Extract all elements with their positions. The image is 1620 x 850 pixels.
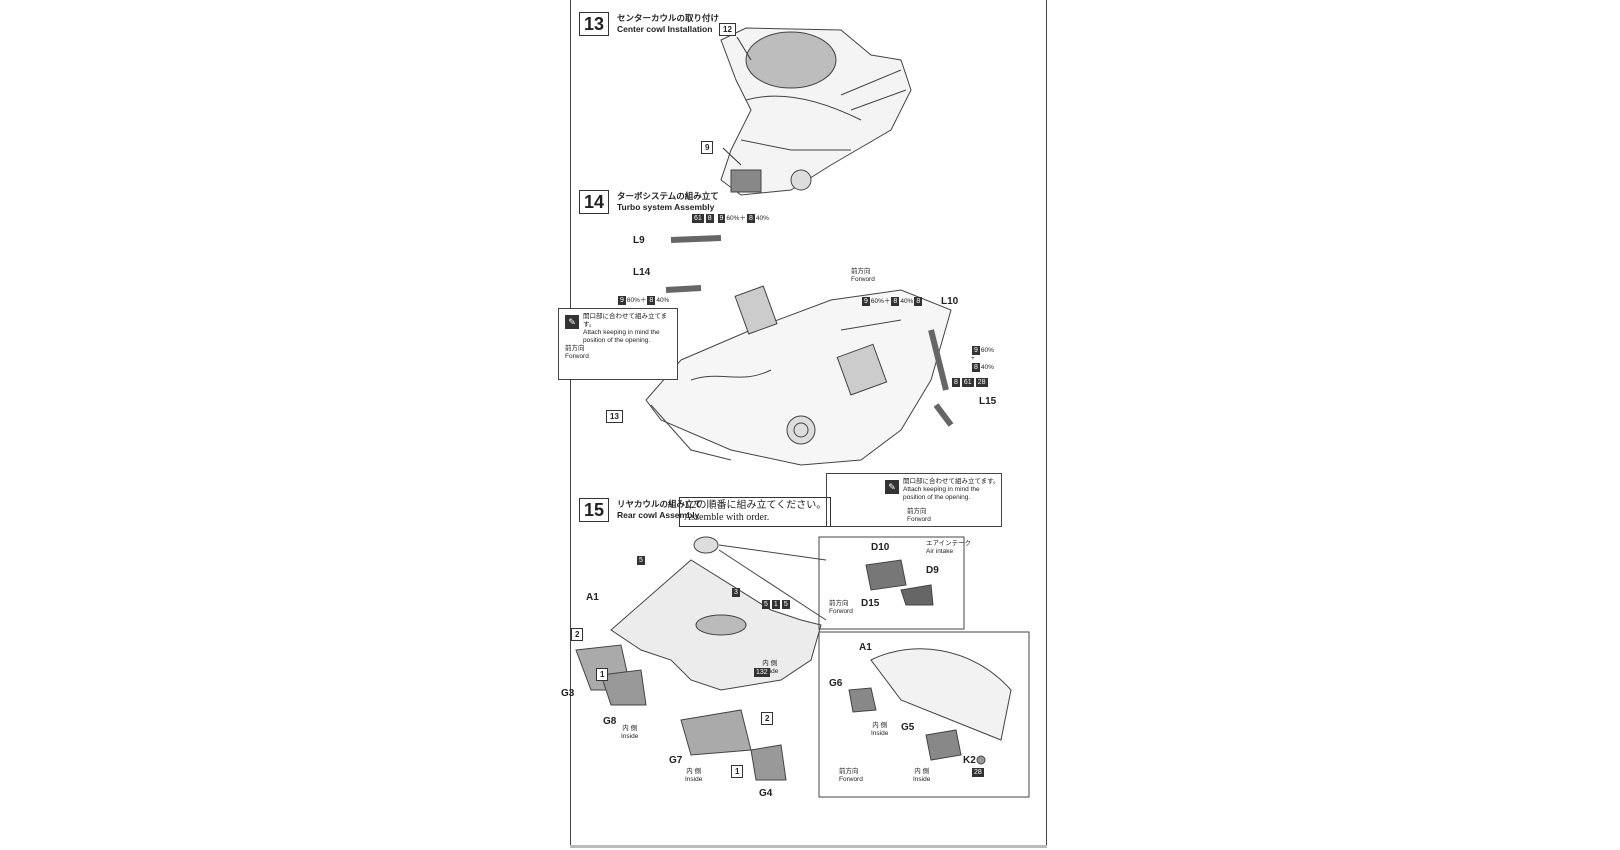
step-13-number: 13 bbox=[579, 12, 609, 36]
instruction-sheet: 13 センターカウルの取り付け Center cowl Installation… bbox=[558, 0, 1047, 848]
part-a1-label: A1 bbox=[586, 592, 599, 603]
note-box-right: ✎ 開口部に合わせて組み立てます。Attach keeping in mind … bbox=[826, 473, 1002, 527]
part-g3-label: G3 bbox=[561, 688, 575, 699]
part-12-label: 12 bbox=[719, 23, 736, 36]
step-15-title-jp: リヤカウルの組み立て bbox=[617, 499, 703, 509]
step-15-title-en: Rear cowl Assembly bbox=[617, 510, 700, 520]
part-d9-label: D9 bbox=[926, 565, 939, 576]
turbo-chassis-drawing bbox=[645, 235, 954, 466]
part-13-label: 13 bbox=[606, 410, 623, 423]
part-k2-label: K2 bbox=[963, 755, 976, 766]
step-14-header: 14 ターボシステムの組み立て Turbo system Assembly bbox=[579, 190, 719, 214]
center-cowl-drawing bbox=[720, 27, 912, 196]
brush-icon: ✎ bbox=[565, 315, 579, 329]
part-l14-label: L14 bbox=[633, 267, 651, 278]
part-9-label: 9 bbox=[701, 141, 714, 154]
note-box-left: ✎ 開口部に合わせて組み立てます。Attach keeping in mind … bbox=[558, 308, 678, 380]
order-marker-2b: 2 bbox=[761, 712, 774, 725]
assembly-order-note: 1,2の順番に組み立てください。Assemble with order. bbox=[679, 497, 832, 527]
part-g8-label: G8 bbox=[603, 716, 617, 727]
inset-a1-label: A1 bbox=[859, 642, 872, 653]
line-drawings bbox=[575, 27, 1030, 798]
step-14-number: 14 bbox=[579, 190, 609, 214]
page-bottom-rule bbox=[570, 845, 1047, 848]
order-marker-1b: 1 bbox=[731, 765, 744, 778]
paint-code-3: 3 bbox=[732, 588, 740, 597]
step-13-title-jp: センターカウルの取り付け bbox=[617, 13, 720, 23]
brush-icon: ✎ bbox=[885, 480, 899, 494]
part-g6-label: G6 bbox=[829, 678, 843, 689]
step-13-header: 13 センターカウルの取り付け Center cowl Installation bbox=[579, 12, 719, 36]
step-14-title-en: Turbo system Assembly bbox=[617, 202, 715, 212]
part-g5-label: G5 bbox=[901, 722, 915, 733]
order-marker-2: 2 bbox=[571, 628, 584, 641]
step-13-title-en: Center cowl Installation bbox=[617, 24, 713, 34]
part-d10-label: D10 bbox=[871, 542, 890, 553]
part-l9-label: L9 bbox=[633, 235, 645, 246]
step-15-header: 15 リヤカウルの組み立て Rear cowl Assembly bbox=[579, 498, 702, 522]
part-g7-label: G7 bbox=[669, 755, 683, 766]
paint-code-132: 132 bbox=[754, 668, 770, 677]
part-l15-label: L15 bbox=[979, 396, 997, 407]
part-g4-label: G4 bbox=[759, 788, 773, 799]
part-d15-label: D15 bbox=[861, 598, 880, 609]
inset-drawings bbox=[848, 559, 1012, 765]
step-15-number: 15 bbox=[579, 498, 609, 522]
paint-code-5: 5 bbox=[637, 556, 645, 565]
order-marker-1: 1 bbox=[596, 668, 609, 681]
part-l10-label: L10 bbox=[941, 296, 959, 307]
step-14-title-jp: ターボシステムの組み立て bbox=[617, 191, 719, 201]
rear-cowl-drawing bbox=[575, 536, 827, 781]
paint-code-28: 28 bbox=[972, 768, 984, 777]
